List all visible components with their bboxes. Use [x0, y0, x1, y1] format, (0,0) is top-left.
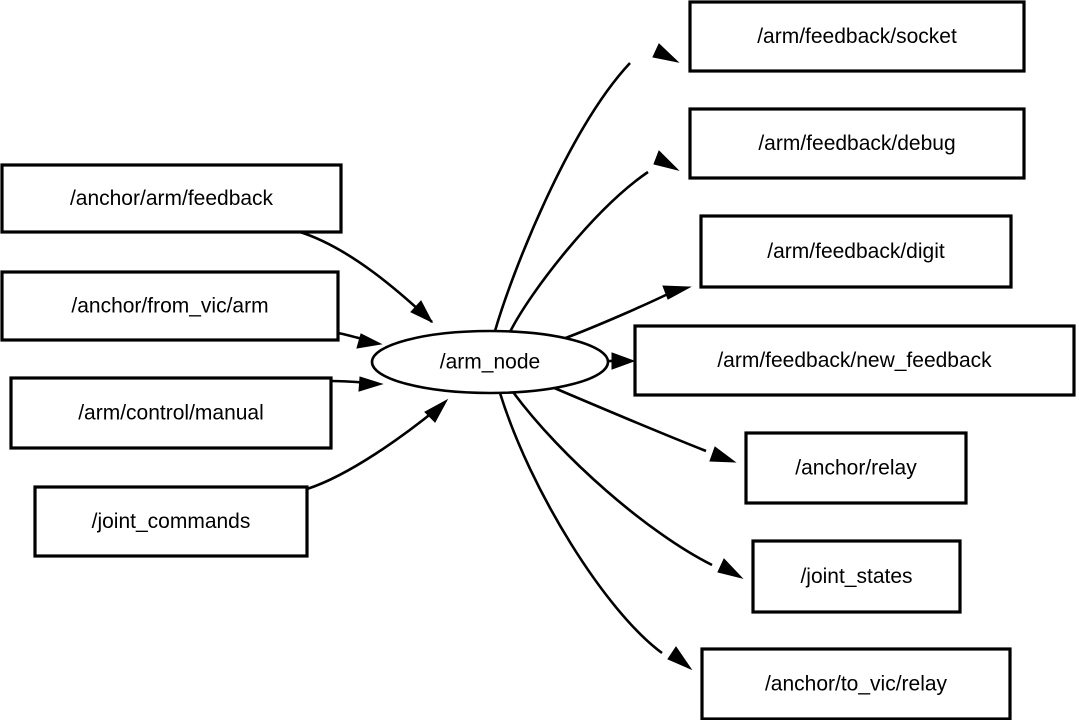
edge-line: [498, 392, 663, 655]
edge-edge-arm-node-to-joint-states: [511, 391, 744, 579]
node-box-input[interactable]: [0, 270, 340, 342]
arrowhead-icon: [662, 285, 692, 300]
node-box-output[interactable]: [688, 0, 1026, 73]
arrowhead-icon: [717, 558, 744, 579]
node-box-output[interactable]: [688, 107, 1026, 180]
edge-edge-arm-node-to-arm-feedback-debug: [508, 150, 680, 333]
node-label: /arm/feedback/new_feedback: [717, 349, 992, 372]
topic-node-anchor-relay[interactable]: /anchor/relay: [744, 431, 968, 505]
edge-edge-anchor-arm-feedback-to-arm-node: [299, 230, 434, 324]
node-box-input[interactable]: [0, 163, 343, 234]
edge-line: [562, 291, 671, 341]
topic-node-anchor-arm-feedback[interactable]: /anchor/arm/feedback: [0, 163, 343, 234]
node-label: /anchor/to_vic/relay: [765, 673, 948, 696]
arrowhead-icon: [410, 300, 434, 324]
node-label: /joint_states: [800, 565, 912, 588]
topic-node-arm-feedback-digit[interactable]: /arm/feedback/digit: [699, 214, 1013, 289]
edge-edge-arm-node-to-arm-feedback-socket: [493, 43, 680, 332]
topic-node-joint-commands[interactable]: /joint_commands: [33, 485, 309, 558]
edge-edge-arm-node-to-anchor-to-vic-relay: [498, 392, 693, 671]
edge-edge-anchor-from-vic-arm-to-arm-node: [337, 331, 383, 349]
arrowhead-icon: [667, 646, 693, 671]
edge-line: [551, 385, 707, 453]
node-ellipse[interactable]: [370, 329, 610, 395]
edge-line: [511, 391, 713, 567]
node-box-output[interactable]: [751, 539, 962, 614]
center-node-arm-node[interactable]: /arm_node: [370, 329, 610, 395]
edge-edge-arm-node-to-arm-feedback-digit: [562, 285, 692, 341]
node-label: /anchor/relay: [795, 457, 917, 480]
edge-line: [508, 170, 649, 333]
topic-node-joint-states[interactable]: /joint_states: [751, 539, 962, 614]
edge-edge-arm-node-to-anchor-relay: [551, 385, 737, 463]
node-label: /arm/feedback/debug: [758, 132, 955, 155]
center-node-label: /arm_node: [440, 351, 540, 374]
edges-layer: [299, 43, 744, 671]
node-box-input[interactable]: [33, 485, 309, 558]
node-box-output[interactable]: [633, 324, 1076, 397]
arrowhead-icon: [653, 150, 680, 171]
node-box-output[interactable]: [700, 647, 1012, 720]
arrowhead-icon: [709, 446, 737, 463]
node-label: /arm/feedback/socket: [757, 25, 957, 48]
arrowhead-icon: [652, 43, 680, 63]
topic-node-arm-control-manual[interactable]: /arm/control/manual: [9, 376, 333, 450]
node-label: /arm/control/manual: [78, 402, 264, 425]
arrowhead-icon: [424, 398, 449, 423]
node-box-output[interactable]: [744, 431, 968, 505]
edge-line: [493, 62, 631, 332]
edge-line: [306, 406, 439, 491]
topic-node-arm-feedback-debug[interactable]: /arm/feedback/debug: [688, 107, 1026, 180]
node-box-output[interactable]: [699, 214, 1013, 289]
topic-node-anchor-to-vic-relay[interactable]: /anchor/to_vic/relay: [700, 647, 1012, 720]
node-label: /joint_commands: [92, 510, 251, 533]
arrowhead-icon: [358, 376, 384, 392]
node-box-input[interactable]: [9, 376, 333, 450]
topic-node-arm-feedback-new-feedback[interactable]: /arm/feedback/new_feedback: [633, 324, 1076, 397]
arrowhead-icon: [356, 333, 383, 349]
node-label: /arm/feedback/digit: [767, 240, 945, 263]
edge-edge-joint-commands-to-arm-node: [306, 398, 449, 491]
edge-edge-arm-node-to-arm-feedback-new-feedback: [608, 352, 636, 370]
topic-node-anchor-from-vic-arm[interactable]: /anchor/from_vic/arm: [0, 270, 340, 342]
arrowhead-icon: [611, 352, 636, 370]
topic-node-arm-feedback-socket[interactable]: /arm/feedback/socket: [688, 0, 1026, 73]
node-label: /anchor/arm/feedback: [70, 187, 274, 210]
node-label: /anchor/from_vic/arm: [71, 295, 268, 318]
edge-edge-arm-control-manual-to-arm-node: [330, 376, 384, 392]
